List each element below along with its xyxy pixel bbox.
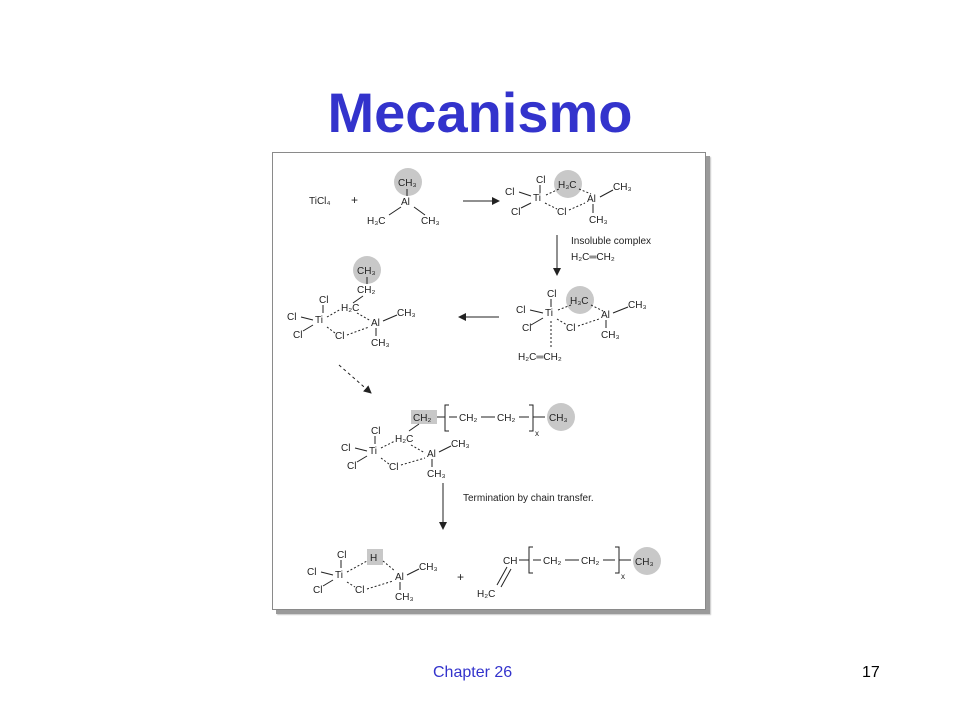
c4-ch3-down: CH₃ (427, 469, 446, 480)
c4-cl-bridge: Cl (389, 462, 398, 473)
p-al: Al (395, 572, 404, 583)
c4-cl-top: Cl (371, 426, 380, 437)
c4-ch2-a: CH₂ (459, 413, 477, 424)
p-h2c: H₂C (477, 589, 495, 600)
p-cl-bottom: Cl (313, 585, 322, 596)
p-ch2-b: CH₂ (581, 556, 599, 567)
c1-cl-left: Cl (505, 187, 514, 198)
c2-cl-bottom: Cl (522, 323, 531, 334)
p-cl-bridge: Cl (355, 585, 364, 596)
c4-al: Al (427, 449, 436, 460)
p-ch3-end: CH₃ (635, 557, 654, 568)
p-bracket-right (615, 546, 620, 574)
ticl4-label: TiCl₄ (309, 196, 330, 207)
p-bracket-left (528, 546, 533, 574)
c4-highlight-methyl (547, 403, 575, 431)
p-ch3-down: CH₃ (395, 592, 414, 603)
plus-sign-2: + (457, 570, 464, 584)
p-ch: CH (503, 556, 517, 567)
c3-cl-top: Cl (319, 295, 328, 306)
c3-h2c: H₂C (341, 303, 359, 314)
complex-2: Cl Cl Ti Cl H₃C Cl Al CH₃ CH₃ H₂C═CH₂ (516, 286, 647, 363)
p-cl-left: Cl (307, 567, 316, 578)
p-ch3-right: CH₃ (419, 562, 438, 573)
c1-cl-bridge: Cl (557, 207, 566, 218)
mechanism-figure: TiCl₄ + CH₃ Al H₃C CH₃ Cl Cl Ti Cl H₃C C… (272, 152, 706, 610)
c3-cl-bridge: Cl (335, 331, 344, 342)
c1-ti: Ti (533, 193, 541, 204)
footer-chapter: Chapter 26 (433, 664, 513, 681)
products: H Cl Cl Ti Cl Cl Al CH₃ CH₃ + CH CH₂ CH₂… (307, 546, 661, 603)
c2-h3c: H₃C (570, 296, 589, 307)
c4-bracket-right (529, 404, 534, 432)
c1-al: Al (587, 194, 596, 205)
note-termination: Termination by chain transfer. (463, 493, 594, 504)
c3-ch3-right: CH₃ (397, 308, 416, 319)
c1-ch3-down: CH₃ (589, 215, 608, 226)
c4-ch2-b: CH₂ (497, 413, 515, 424)
p-ch2-a: CH₂ (543, 556, 561, 567)
c4-ch2-head: CH₂ (413, 413, 431, 424)
c3-ch3-top: CH₃ (357, 266, 376, 277)
c4-ch3-end: CH₃ (549, 413, 568, 424)
mechanism-diagram: TiCl₄ + CH₃ Al H₃C CH₃ Cl Cl Ti Cl H₃C C… (287, 168, 661, 603)
c2-ch3-right: CH₃ (628, 300, 647, 311)
c4-sub-x: x (535, 429, 539, 438)
c2-cl-bridge: Cl (566, 323, 575, 334)
c1-cl-bottom: Cl (511, 207, 520, 218)
complex-3: CH₃ CH₂ H₂C Cl Cl Ti Cl Cl Al CH₃ CH₃ (287, 256, 416, 349)
reactant-ch3-top: CH₃ (398, 178, 417, 189)
c2-al: Al (601, 310, 610, 321)
c3-cl-left: Cl (287, 312, 296, 323)
p-h: H (370, 553, 377, 564)
c4-cl-bottom: Cl (347, 461, 356, 472)
c4-cl-left: Cl (341, 443, 350, 454)
c4-bracket-left (444, 404, 449, 432)
p-highlight-h (367, 549, 383, 565)
footer-page-number: 17 (862, 664, 880, 681)
c3-cl-bottom: Cl (293, 330, 302, 341)
note-insoluble: Insoluble complex (571, 236, 651, 247)
c1-highlight-methyl (554, 170, 582, 198)
p-cl-top: Cl (337, 550, 346, 561)
reactants-group: TiCl₄ + CH₃ Al H₃C CH₃ (309, 168, 440, 227)
c3-al: Al (371, 318, 380, 329)
c2-ch3-down: CH₃ (601, 330, 620, 341)
plus-sign-1: + (351, 193, 358, 207)
reactant-al: Al (401, 197, 410, 208)
c4-h2c: H₂C (395, 434, 413, 445)
c1-h3c: H₃C (558, 180, 577, 191)
c4-ti: Ti (369, 446, 377, 457)
reactant-ch3-right: CH₃ (421, 216, 440, 227)
slide-title: Mecanismo (327, 81, 633, 144)
complex-1: Cl Cl Ti Cl H₃C Cl Al CH₃ CH₃ (505, 170, 632, 226)
c2-ti: Ti (545, 308, 553, 319)
c3-ti: Ti (315, 315, 323, 326)
p-highlight-methyl (633, 547, 661, 575)
c2-highlight-methyl (566, 286, 594, 314)
c3-ch3-down: CH₃ (371, 338, 390, 349)
note-ethylene: H₂C═CH₂ (571, 252, 615, 263)
c2-ethylene: H₂C═CH₂ (518, 352, 562, 363)
reactant-h3c-left: H₃C (367, 216, 386, 227)
c1-cl-top: Cl (536, 175, 545, 186)
p-sub-x: x (621, 572, 625, 581)
c2-cl-top: Cl (547, 289, 556, 300)
c3-ch2: CH₂ (357, 285, 375, 296)
c4-ch3-right: CH₃ (451, 439, 470, 450)
c3-highlight-methyl (353, 256, 381, 284)
arrow-dashed-diagonal (338, 364, 372, 394)
p-ti: Ti (335, 570, 343, 581)
c2-cl-left: Cl (516, 305, 525, 316)
highlight-methyl-top (394, 168, 422, 196)
c4-highlight-head (411, 410, 437, 424)
complex-4: CH₂ CH₂ CH₂ x CH₃ H₂C Cl Cl Ti Cl Cl Al … (341, 403, 575, 480)
c1-ch3-right: CH₃ (613, 182, 632, 193)
